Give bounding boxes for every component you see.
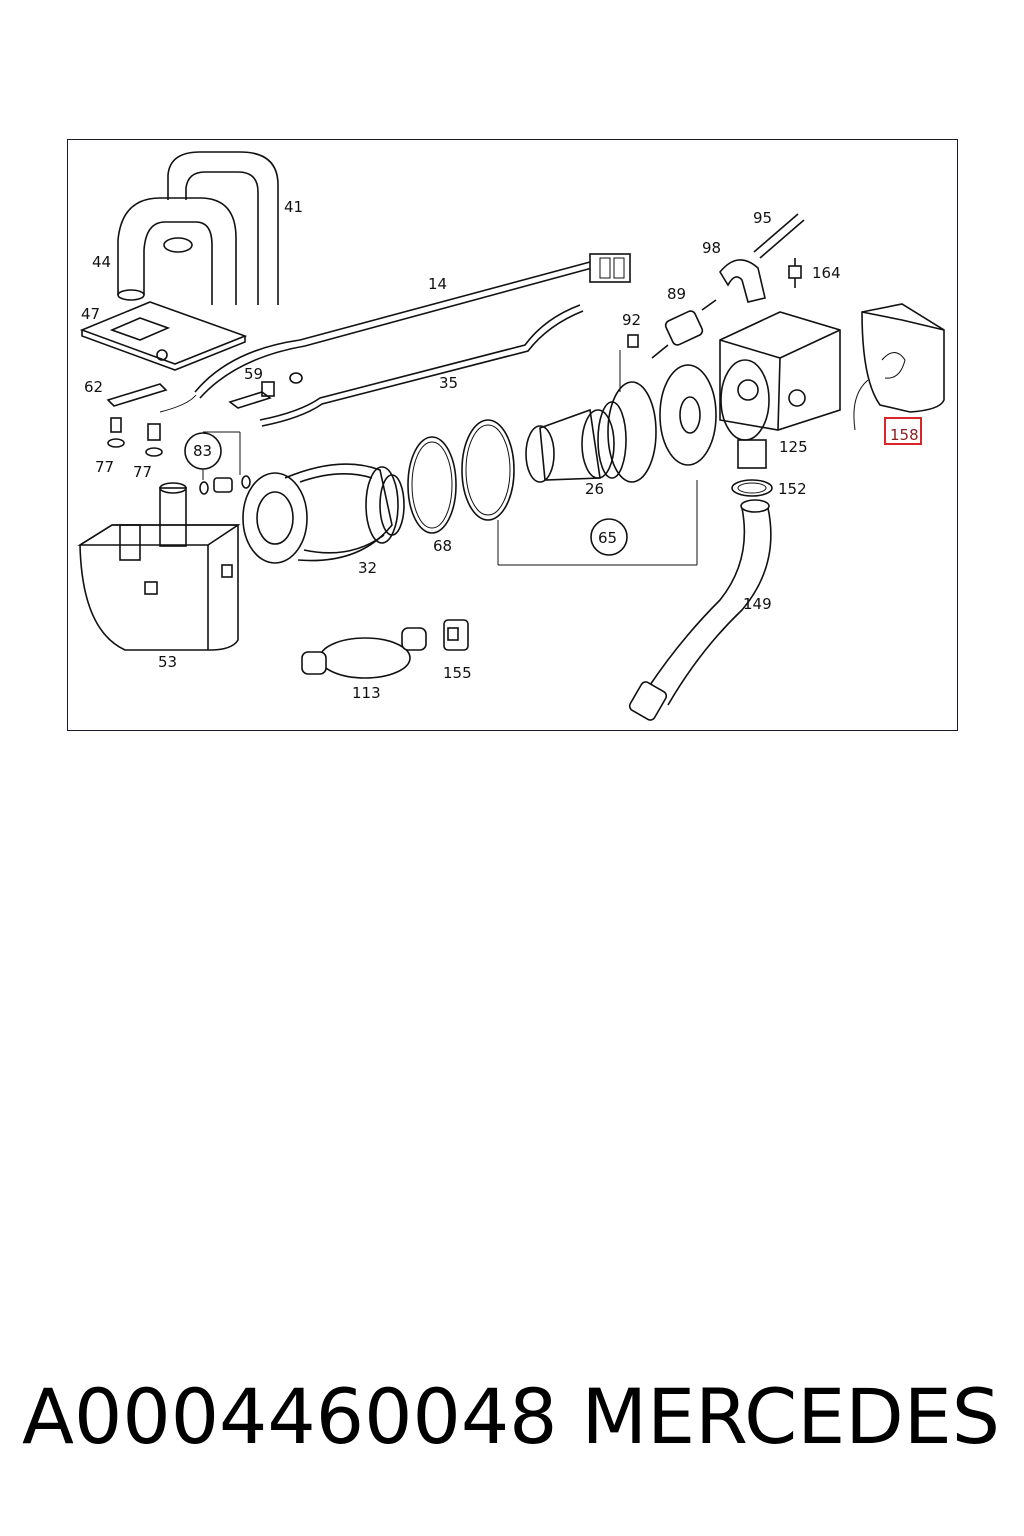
part-164-stud	[788, 258, 802, 288]
part-disc	[659, 364, 717, 466]
callout-158: 158	[890, 426, 919, 444]
callout-89: 89	[667, 285, 686, 303]
part-44-hose	[117, 197, 237, 305]
part-89-pump	[651, 299, 717, 359]
callout-14: 14	[428, 275, 447, 293]
part-26-burner	[525, 350, 657, 483]
callout-155: 155	[443, 664, 472, 682]
callout-77-left: 77	[95, 458, 114, 476]
exploded-parts-diagram: 41 44 47 14 95 98 164 89 92 59 35 62 125…	[77, 151, 945, 721]
part-65-group	[461, 419, 698, 566]
callout-53: 53	[158, 653, 177, 671]
part-41-hose	[167, 151, 279, 305]
callout-65: 65	[598, 529, 617, 547]
callout-68: 68	[433, 537, 452, 555]
part-77-fittings	[107, 417, 163, 457]
part-number: A0004460048	[22, 1372, 558, 1461]
part-14-harness	[194, 253, 631, 399]
part-47-plate	[79, 301, 248, 371]
callout-152: 152	[778, 480, 807, 498]
callout-113: 113	[352, 684, 381, 702]
part-35-wire	[259, 304, 584, 427]
parts-diagram-frame	[67, 139, 958, 731]
callout-47: 47	[81, 305, 100, 323]
callout-125: 125	[779, 438, 808, 456]
part-59-sensor	[228, 372, 303, 409]
part-125-exchanger	[719, 311, 841, 469]
callout-44: 44	[92, 253, 111, 271]
part-158-highlight-box	[884, 417, 922, 445]
part-53-housing	[77, 482, 241, 651]
part-149-hose	[628, 499, 772, 721]
part-32-blower	[242, 463, 405, 564]
part-83-seals	[184, 431, 251, 495]
callout-83: 83	[193, 442, 212, 460]
callout-62: 62	[84, 378, 103, 396]
brand-name: MERCEDES	[581, 1372, 1000, 1461]
part-155-clip	[443, 619, 469, 651]
part-152-clamp	[731, 479, 773, 497]
part-68-ring	[407, 436, 457, 534]
callout-98: 98	[702, 239, 721, 257]
callout-59: 59	[244, 365, 263, 383]
part-98-clip	[719, 259, 766, 303]
callout-95: 95	[753, 209, 772, 227]
callout-149: 149	[743, 595, 772, 613]
callout-41: 41	[284, 198, 303, 216]
part-113-filter	[301, 627, 427, 679]
callout-26: 26	[585, 480, 604, 498]
callout-77-right: 77	[133, 463, 152, 481]
callout-35: 35	[439, 374, 458, 392]
callout-164: 164	[812, 264, 841, 282]
callout-32: 32	[358, 559, 377, 577]
part-92-plug	[627, 334, 639, 348]
callout-92: 92	[622, 311, 641, 329]
part-62-bracket	[106, 383, 197, 413]
part-158-control-unit	[853, 303, 945, 445]
part-95-rod	[753, 213, 805, 259]
